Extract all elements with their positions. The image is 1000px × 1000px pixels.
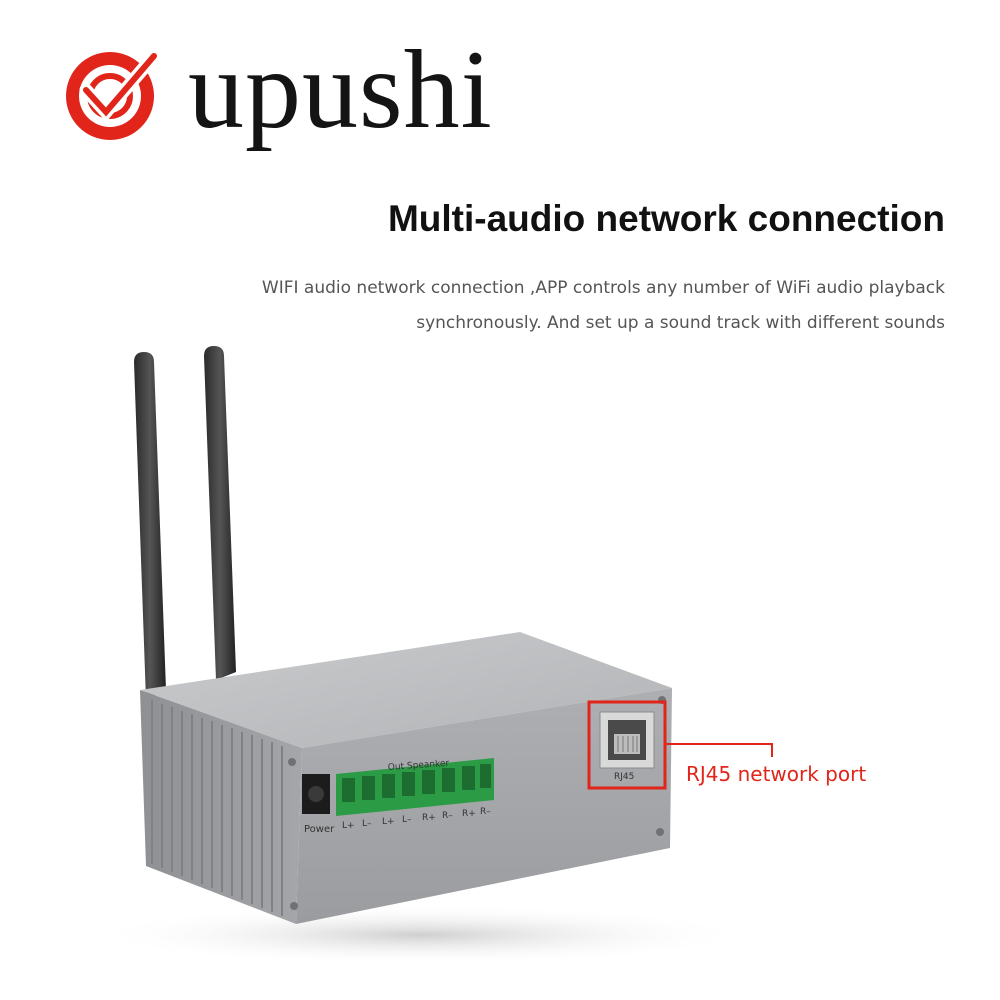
brand-logo: upushi	[58, 34, 528, 150]
page-title: Multi-audio network connection	[387, 198, 945, 239]
rj45-label: RJ45	[614, 772, 634, 782]
power-label: Power	[304, 824, 335, 835]
screw	[290, 902, 298, 910]
description-line-2: synchronously. And set up a sound track …	[416, 313, 945, 333]
terminal-label: L–	[402, 815, 412, 825]
rj45-port	[599, 711, 655, 769]
device-front	[296, 688, 672, 924]
antenna-right	[204, 346, 236, 680]
terminal-label: L–	[362, 819, 372, 829]
logo-mark-icon	[66, 49, 161, 140]
terminal-label: L+	[382, 817, 395, 827]
terminal-label: R+	[422, 813, 436, 823]
terminal-label: R–	[442, 811, 453, 821]
screw	[656, 828, 664, 836]
brand-wordmark: upushi	[188, 28, 493, 152]
callout-label: RJ45 network port	[686, 762, 867, 786]
description-line-1: WIFI audio network connection ,APP contr…	[261, 278, 945, 298]
terminal-label: L+	[342, 821, 355, 831]
speaker-terminal-block	[336, 758, 494, 816]
antenna-left	[134, 352, 166, 700]
screw	[288, 758, 296, 766]
callout-leader-line	[665, 743, 773, 757]
floor-shadow	[90, 905, 750, 965]
vent-grille	[151, 700, 283, 916]
device-top	[140, 632, 672, 748]
terminal-label: R–	[480, 807, 491, 817]
terminal-label: R+	[462, 809, 476, 819]
terminal-panel-title: Out Speanker	[388, 759, 450, 773]
